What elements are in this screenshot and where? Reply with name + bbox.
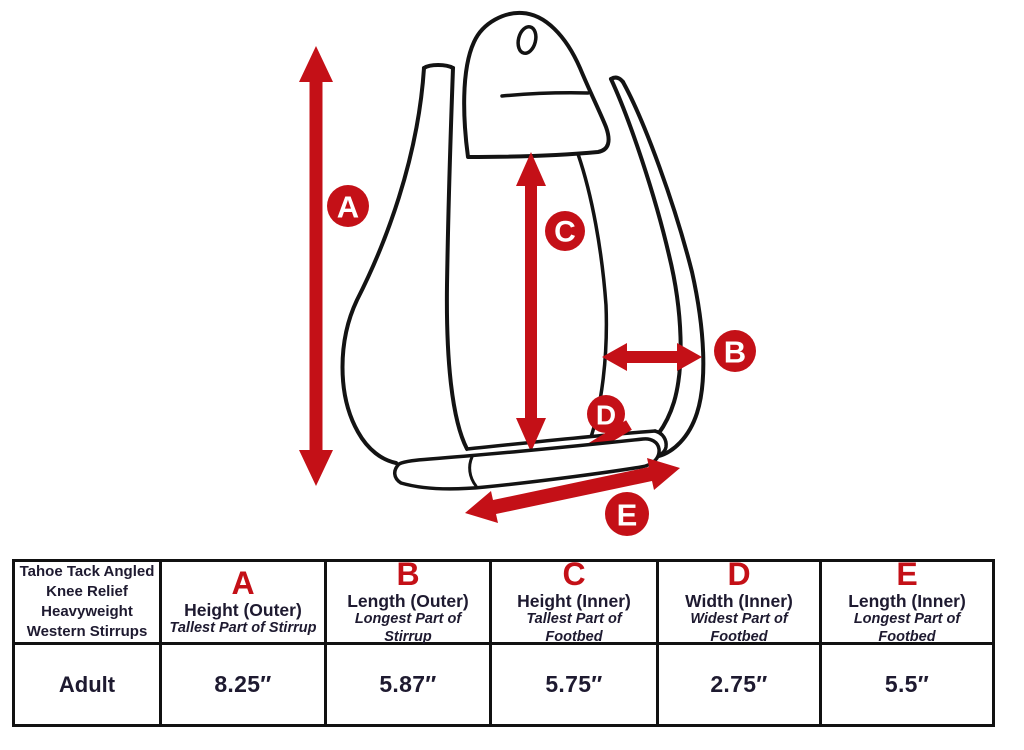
column-letter: D — [727, 556, 751, 593]
size-label-cell: Adult — [15, 645, 162, 724]
value-b: 5.87″ — [327, 645, 492, 724]
column-name: Length (Inner) — [848, 591, 966, 612]
badge-a: A — [327, 185, 369, 227]
column-letter: A — [231, 564, 255, 601]
column-letter: C — [562, 556, 586, 593]
column-header-e: E Length (Inner) Longest Part of Footbed — [822, 558, 992, 645]
arrow-b-inner-width-upper — [602, 343, 702, 371]
value-d: 2.75″ — [659, 645, 822, 724]
product-name-line: Western Stirrups — [26, 622, 148, 640]
leather-slot — [516, 24, 538, 56]
svg-text:E: E — [617, 498, 638, 533]
column-name: Width (Inner) — [685, 591, 793, 612]
column-desc: Tallest Part of Footbed — [526, 611, 622, 645]
product-name-line: Heavyweight — [41, 603, 133, 620]
product-name-line: Knee Relief — [46, 583, 128, 601]
size-spec-table: Tahoe Tack Angled Knee Relief Heavyweigh… — [12, 558, 995, 727]
badge-c: C — [545, 211, 585, 251]
arrow-a-outer-height — [299, 46, 333, 486]
value-a: 8.25″ — [162, 645, 327, 724]
column-desc: Widest Part of Footbed — [690, 611, 788, 645]
badge-d: D — [587, 395, 625, 433]
value-c: 5.75″ — [492, 645, 659, 724]
column-header-c: C Height (Inner) Tallest Part of Footbed — [492, 558, 659, 645]
svg-text:A: A — [337, 190, 359, 225]
badge-b: B — [714, 330, 756, 372]
column-name: Height (Inner) — [517, 591, 631, 612]
stirrup-outline — [340, 63, 706, 465]
product-name-cell: Tahoe Tack Angled Knee Relief Heavyweigh… — [15, 562, 162, 645]
product-name-line: Tahoe Tack Angled — [19, 563, 155, 581]
badge-e: E — [605, 492, 649, 536]
column-header-b: B Length (Outer) Longest Part of Stirrup — [327, 558, 492, 645]
column-letter: B — [396, 556, 420, 593]
column-name: Height (Outer) — [184, 599, 302, 620]
column-desc: Longest Part of Footbed — [853, 611, 961, 645]
value-e: 5.5″ — [884, 671, 930, 697]
svg-text:B: B — [724, 335, 746, 370]
footbed-front — [393, 437, 661, 491]
stirrup-hood — [462, 10, 611, 159]
column-header-a: A Height (Outer) Tallest Part of Stirrup — [162, 562, 327, 645]
arrow-c-inner-height — [516, 152, 546, 452]
column-header-d: D Width (Inner) Widest Part of Footbed — [659, 558, 822, 645]
column-desc: Tallest Part of Stirrup — [169, 619, 317, 636]
column-letter: E — [896, 556, 918, 593]
column-name: Length (Outer) — [347, 591, 469, 612]
arrow-e-inner-length — [465, 458, 680, 523]
column-desc: Longest Part of Stirrup — [354, 611, 462, 645]
stirrup-diagram: A B C D E — [299, 10, 756, 536]
svg-text:D: D — [596, 400, 616, 431]
svg-text:C: C — [554, 216, 576, 249]
